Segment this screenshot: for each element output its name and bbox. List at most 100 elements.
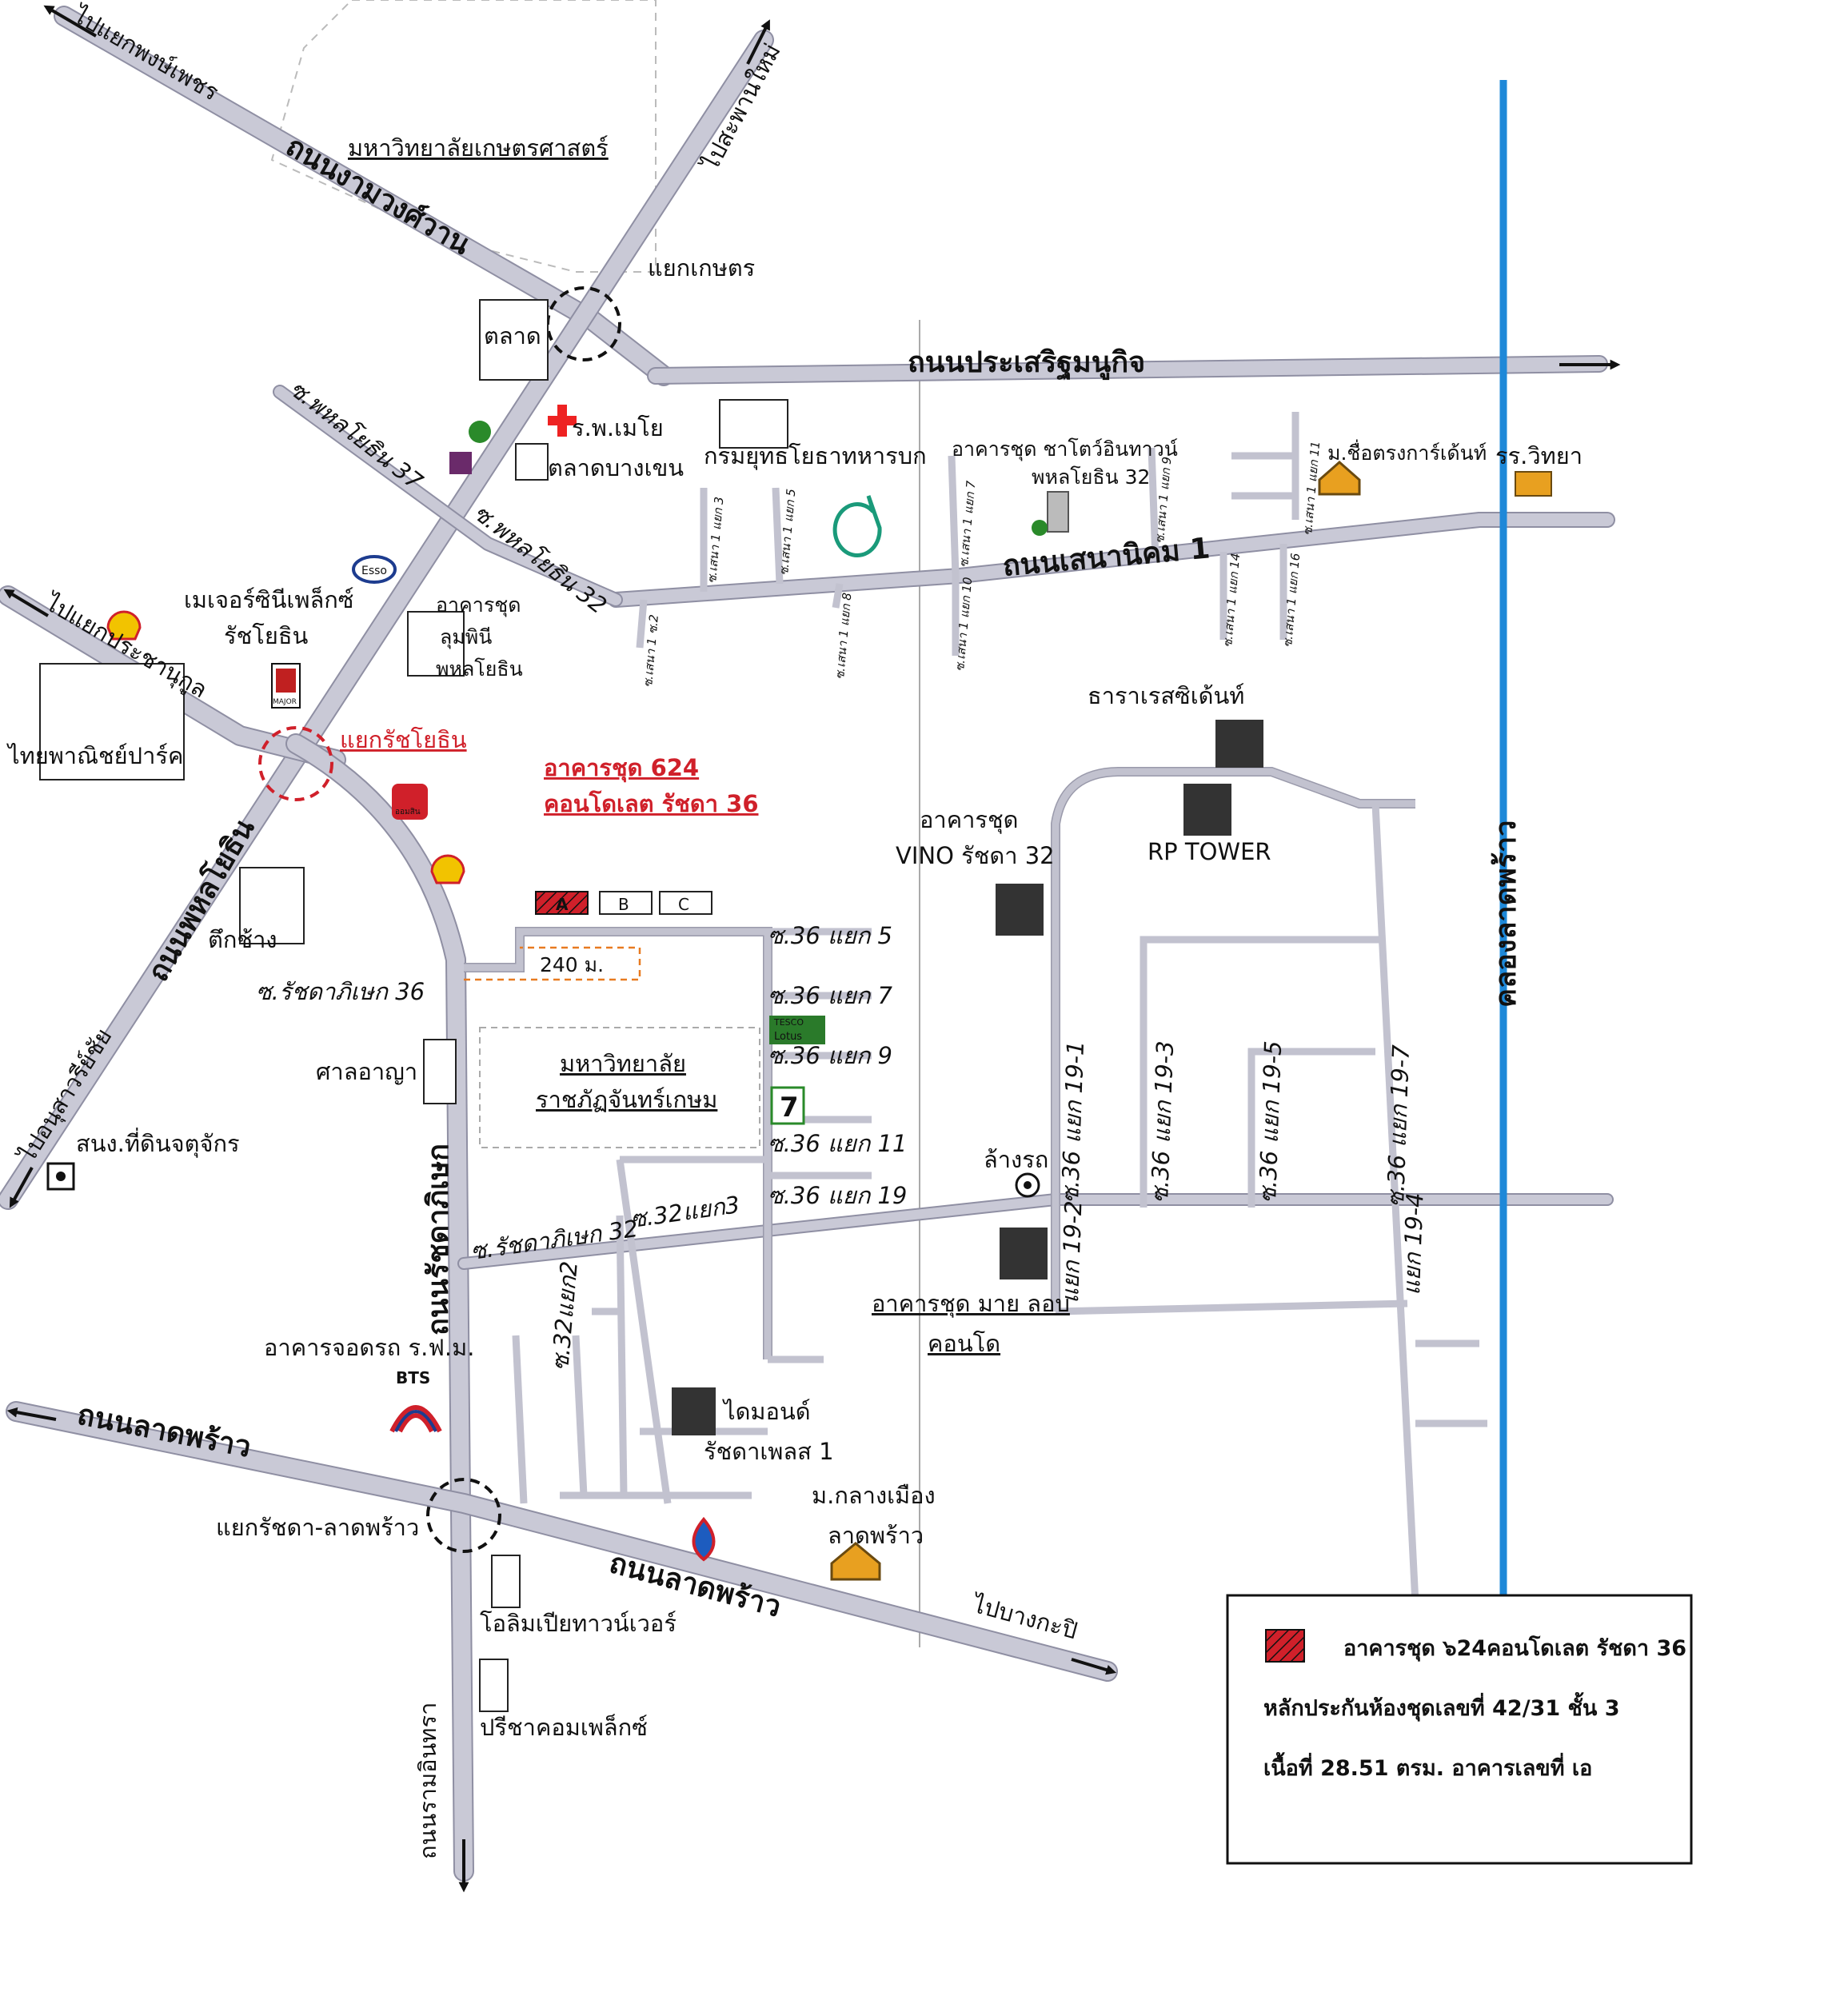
label-places-witthaya-school: รร.วิทยา: [1495, 442, 1583, 469]
label-places-vino-line2: VINO รัชดา 32: [896, 842, 1055, 869]
building-boxes: [39, 299, 1263, 1712]
junction-ratchada-ladprao-label: แยกรัชดา-ลาดพร้าว: [216, 1514, 419, 1541]
label-places-lumpini-line2: ลุมพินี: [440, 625, 492, 649]
label-roads-soi-19-5: ซ.36 แยก 19-5: [1254, 1040, 1287, 1204]
label-places-klangmuang-line2: ลาดพร้าว: [828, 1522, 924, 1549]
bts-logo-icon: BTS: [389, 1368, 442, 1433]
junction-ratchayothin-label: แยกรัชโยธิน: [340, 726, 467, 753]
label-places-major-line2: รัชโยธิน: [224, 622, 309, 649]
legend-line2: หลักประกันห้องชุดเลขที่ 42/31 ชั้น 3: [1263, 1691, 1620, 1722]
label-roads-soi-36-11: ซ.36 แยก 11: [768, 1130, 907, 1157]
legend-line1: อาคารชุด ๖24คอนโดเลต รัชดา 36: [1343, 1635, 1686, 1662]
label-places-major-logo: MAJOR: [273, 698, 297, 706]
label-roads-sena-1-3: ซ.เสนา 1 แยก 3: [704, 496, 726, 584]
label-roads-soi-ratchada36: ซ.รัชดาภิเษก 36: [256, 978, 425, 1005]
ptt-icon: [832, 495, 882, 557]
land-office-icon: [46, 1162, 75, 1191]
label-places-mylop-line1: อาคารชุด มาย ลอบ: [872, 1290, 1070, 1318]
village-house-icon: [830, 1542, 881, 1581]
direction-arrows: [3, 5, 1621, 1893]
label-places-kasetsart: มหาวิทยาลัยเกษตรศาสตร์: [348, 134, 609, 162]
road-ratchadaphisek: ถนนรัชดาภิเษก: [422, 1144, 455, 1335]
ptt-station-icon: [692, 1516, 716, 1562]
legend-box: อาคารชุด ๖24คอนโดเลต รัชดา 36 หลักประกัน…: [1226, 1594, 1693, 1865]
label-places-chateau-line2: พหลโยธิน 32: [1032, 465, 1150, 489]
main-roads: [0, 6, 1615, 1882]
label-places-preecha: ปรีชาคอมเพล็กซ์: [480, 1713, 648, 1741]
label-places-bts-parking: อาคารจอดรถ ร.ฟ.ม.: [264, 1334, 474, 1361]
kasetsart-campus-outline: [270, 0, 657, 273]
label-roads-soi-36-5: ซ.36 แยก 5: [768, 922, 892, 949]
label-places-bts-logo: BTS: [396, 1368, 430, 1387]
label-places-bldg-a: A: [556, 895, 569, 914]
bank-icon: [469, 421, 491, 443]
shell-icon: [106, 610, 142, 641]
label-places-bldg-c: C: [678, 895, 689, 914]
label-places-onnuch-logo: ออมสิน: [395, 808, 421, 816]
label-places-chateau-line1: อาคารชุด ชาโตว์อินทาวน์: [952, 437, 1178, 461]
label-places-diamond-line2: รัชดาเพลส 1: [704, 1438, 834, 1465]
label-places-thaipanich: ไทยพาณิชย์ปาร์ค: [6, 742, 183, 769]
label-places-tuekchang: ตึกช้าง: [208, 926, 277, 953]
label-places-lumpini-line3: พหลโยธิน: [436, 657, 523, 681]
junction-kaset-label: แยกเกษตร: [648, 254, 755, 281]
target-title-line1: อาคารชุด 624: [544, 754, 699, 782]
canal-label: คลองลาดพร้าว: [1490, 820, 1523, 1008]
label-roads-soi-19-3: ซ.36 แยก 19-3: [1146, 1040, 1179, 1204]
shell-icon: [430, 854, 465, 884]
gsb-bank-icon: [392, 784, 428, 820]
legend-target-swatch: [1265, 1629, 1305, 1663]
esso-icon: [352, 555, 397, 584]
label-places-vino-line1: อาคารชุด: [920, 806, 1018, 834]
label-places-bangkhen-market: ตลาดบางเขน: [548, 454, 684, 481]
label-places-army-transport: กรมยุทธโยธาทหารบก: [704, 442, 927, 470]
label-roads-sena-1-7: ซ.เสนา 1 แยก 7: [956, 480, 978, 568]
label-roads-soi-36-7: ซ.36 แยก 7: [768, 982, 892, 1009]
bank-icon: [449, 452, 472, 474]
label-places-klangmuang-line1: ม.กลางเมือง: [812, 1482, 936, 1509]
label-places-seven: 7: [780, 1092, 799, 1124]
village-house-icon: [1318, 461, 1361, 496]
tesco-lotus-icon: [769, 1016, 825, 1044]
label-places-tesco-line2: Lotus: [774, 1031, 802, 1043]
label-places-rajabhat-line2: ราชภัฏจันทร์เกษม: [536, 1086, 717, 1113]
label-places-chuetrong: ม.ชื่อตรงการ์เด้นท์: [1327, 439, 1487, 465]
poi-icons: Esso MAJOR ออมสิน TESCO Lotus 7: [46, 405, 1552, 1581]
ratchada-ladprao-circle: [426, 1478, 501, 1553]
label-places-land-office: สนง.ที่ดินจตุจักร: [76, 1128, 240, 1158]
road-prasertmanukit: ถนนประเสริฐมนูกิจ: [908, 346, 1145, 381]
label-roads-soi-32-3: ซ.32แยก3: [629, 1191, 741, 1233]
label-roads-soi-19-7: ซ.36 แยก 19-7: [1382, 1044, 1415, 1208]
road-ramintra: ถนนรามอินทรา: [414, 1703, 441, 1859]
label-places-carwash: ล้างรถ: [984, 1146, 1048, 1173]
label-places-esso: Esso: [361, 565, 387, 577]
road-ladprao-west: ถนนลาดพร้าว: [74, 1399, 253, 1464]
road-senanikom: ถนนเสนานิคม 1: [1001, 532, 1211, 583]
label-places-olympia: โอลิมเปียทาวน์เวอร์: [480, 1610, 677, 1637]
target-title-line2: คอนโดเลต รัชดา 36: [544, 789, 759, 817]
label-places-mayo-hospital: ร.พ.เมโย: [572, 414, 664, 441]
label-roads-soi-19-4: แยก 19-4: [1398, 1192, 1428, 1295]
label-places-lumpini-line1: อาคารชุด: [436, 593, 521, 617]
label-places-rajabhat-line1: มหาวิทยาลัย: [560, 1050, 686, 1077]
distance-arrow: [464, 946, 641, 981]
label-roads-soi-19-1: ซ.36 แยก 19-1: [1056, 1040, 1089, 1204]
label-roads-soi-phahon37: ซ.พหลโยธิน 37: [285, 375, 429, 496]
seven-eleven-icon: [770, 1086, 805, 1125]
ratchayothin-junction-circle: [258, 726, 333, 801]
distance-label: 240 ม.: [540, 953, 604, 976]
sois: [464, 412, 1487, 1604]
label-places-thara: ธาราเรสซิเด้นท์: [1088, 682, 1244, 709]
target-building-a: [535, 891, 589, 915]
school-icon: [1515, 471, 1552, 497]
label-places-diamond-line1: ไดมอนด์: [722, 1398, 811, 1425]
label-places-tesco-line1: TESCO: [773, 1017, 804, 1028]
legend-line3: เนื้อที่ 28.51 ตรม. อาคารเลขที่ เอ: [1263, 1751, 1592, 1781]
dir-phongphet: ไปแยกพงษ์เพชร: [68, 1, 223, 106]
label-places-major-line1: เมเจอร์ซินีเพล็กซ์: [184, 585, 353, 613]
carwash-icon: [1015, 1172, 1040, 1198]
label-roads-soi-19-2: แยก 19-2: [1056, 1200, 1087, 1303]
label-places-bldg-b: B: [618, 895, 629, 914]
label-places-rp-tower: RP TOWER: [1148, 838, 1271, 865]
